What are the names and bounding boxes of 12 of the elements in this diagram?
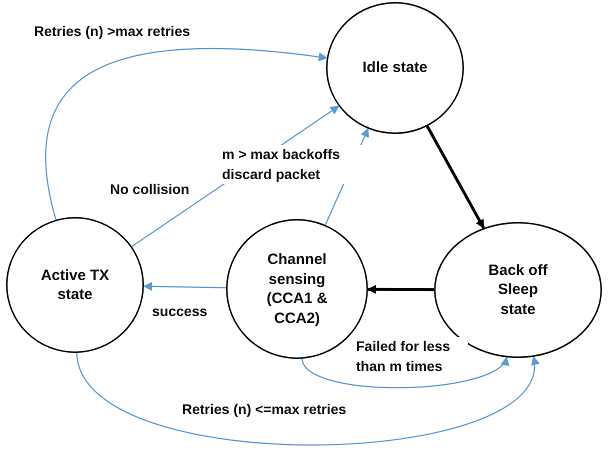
state-label: Channel sensing (CCA1 & CCA2) xyxy=(266,250,328,328)
transition-arrow xyxy=(45,48,328,220)
transition-arrow xyxy=(302,356,507,388)
state-label: Idle state xyxy=(361,58,429,78)
state-circle xyxy=(6,217,144,353)
state-label: Back off Sleep state xyxy=(487,260,549,320)
transition-arrow xyxy=(76,352,538,446)
state-circle xyxy=(326,2,464,134)
transition-arrow xyxy=(426,126,485,229)
transition-arrow xyxy=(143,282,226,291)
transition-arrow xyxy=(367,284,434,294)
state-label: Active TX state xyxy=(40,266,110,304)
